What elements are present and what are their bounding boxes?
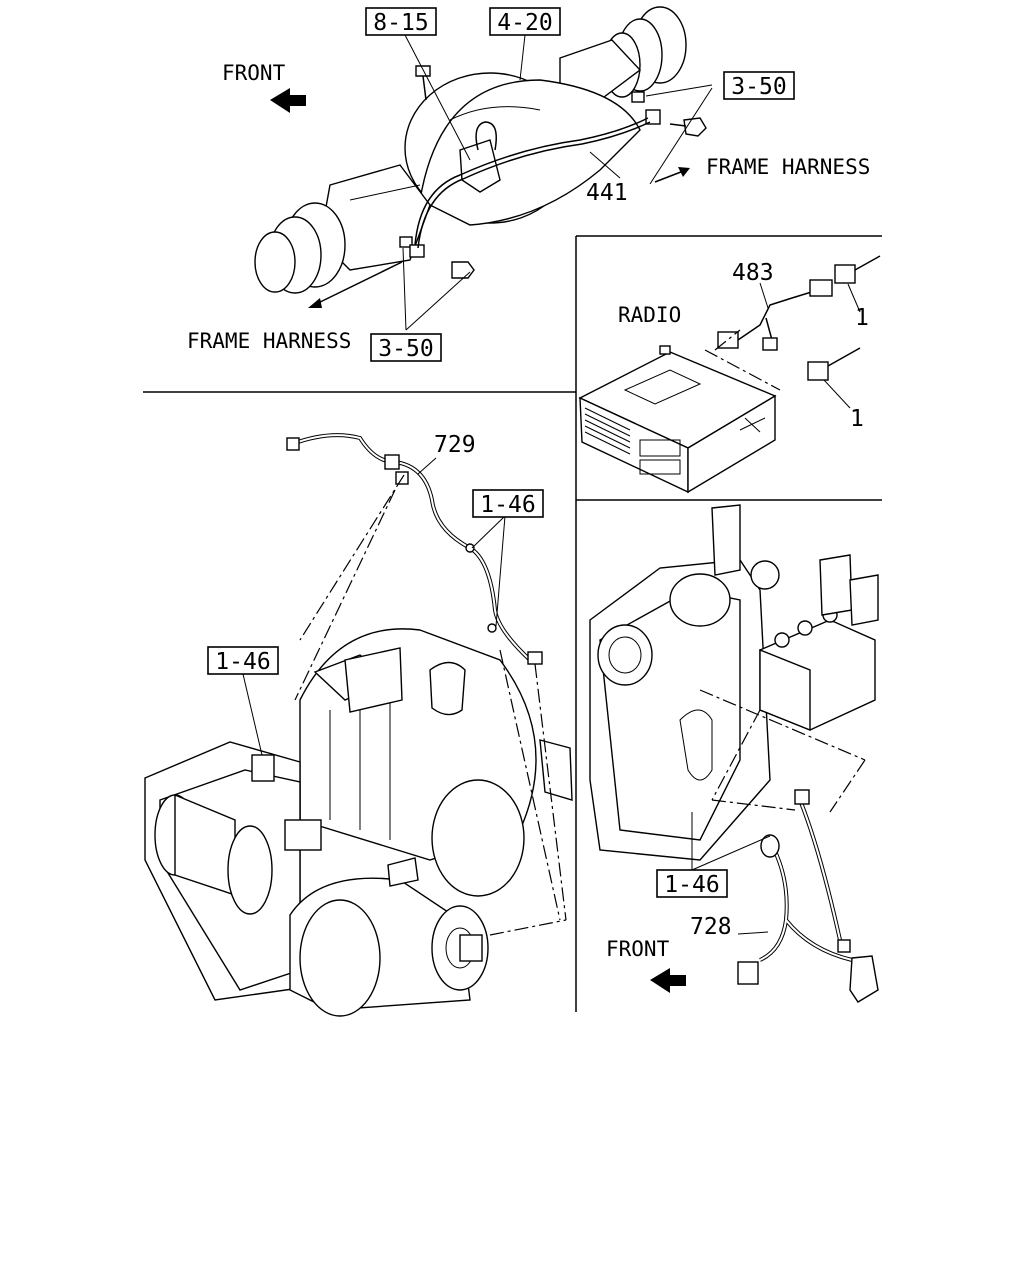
part-number-441: 441 — [586, 180, 628, 206]
frame-harness-label-left: FRAME HARNESS — [187, 329, 351, 353]
svg-text:1-46: 1-46 — [215, 649, 270, 675]
panel-dividers — [143, 235, 882, 1012]
wiring-harness-728 — [737, 789, 879, 1003]
part-number-729: 729 — [434, 432, 476, 458]
callout-1-46-mid: 1-46 — [472, 489, 544, 518]
svg-text:8-15: 8-15 — [373, 10, 428, 36]
wiring-harness-483 — [717, 255, 881, 381]
front-label-bottom: FRONT — [606, 937, 670, 961]
wiring-harness-441 — [414, 117, 651, 249]
part-number-1-upper: 1 — [855, 305, 869, 331]
svg-text:1-46: 1-46 — [664, 872, 719, 898]
front-label-top: FRONT — [222, 61, 286, 85]
rear-axle-illustration — [254, 6, 707, 294]
radio-speaker-grille — [584, 407, 631, 455]
leaders-tank — [691, 689, 866, 935]
svg-text:1-46: 1-46 — [480, 492, 535, 518]
callout-1-46-left: 1-46 — [207, 646, 279, 675]
part-number-483: 483 — [732, 260, 774, 286]
callout-3-50-top: 3-50 — [723, 71, 795, 100]
svg-text:3-50: 3-50 — [378, 336, 433, 362]
leaders-top — [308, 34, 713, 331]
svg-text:3-50: 3-50 — [731, 74, 786, 100]
front-arrow-top-icon — [270, 88, 306, 113]
front-arrow-bottom-icon — [650, 968, 686, 993]
callout-8-15: 8-15 — [365, 7, 437, 36]
frame-harness-label-right: FRAME HARNESS — [706, 155, 870, 179]
callout-1-46-right: 1-46 — [656, 869, 728, 898]
sensor-wire-729 — [286, 433, 543, 665]
part-number-1-lower: 1 — [850, 406, 864, 432]
radio-illustration — [578, 345, 777, 494]
radio-label: RADIO — [618, 303, 681, 327]
tank-and-module-illustration — [589, 504, 879, 861]
leaders-radio — [704, 282, 861, 409]
svg-text:4-20: 4-20 — [497, 10, 552, 36]
callout-4-20: 4-20 — [489, 7, 561, 36]
part-number-728: 728 — [690, 914, 732, 940]
exhaust-assembly-illustration — [144, 628, 573, 1017]
callout-3-50-bottom: 3-50 — [370, 333, 442, 362]
leaders-exhaust — [242, 457, 567, 936]
